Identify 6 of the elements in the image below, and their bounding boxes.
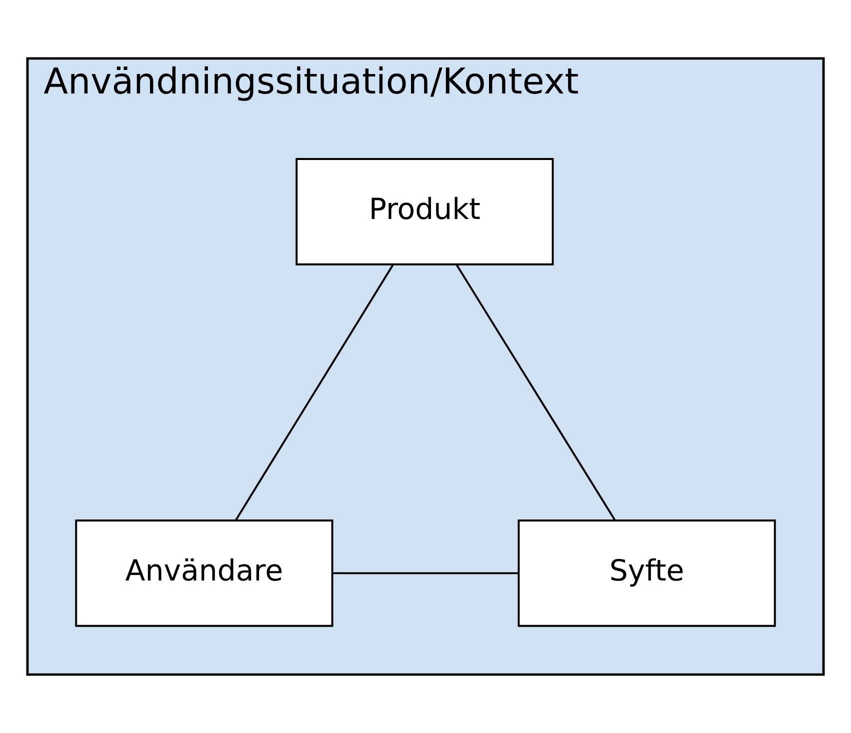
node-box: Produkt xyxy=(296,158,554,266)
node-box: Syfte xyxy=(518,520,776,627)
connector xyxy=(234,264,394,521)
connector xyxy=(332,572,519,574)
connector xyxy=(456,264,616,521)
node-box: Användare xyxy=(75,520,334,627)
